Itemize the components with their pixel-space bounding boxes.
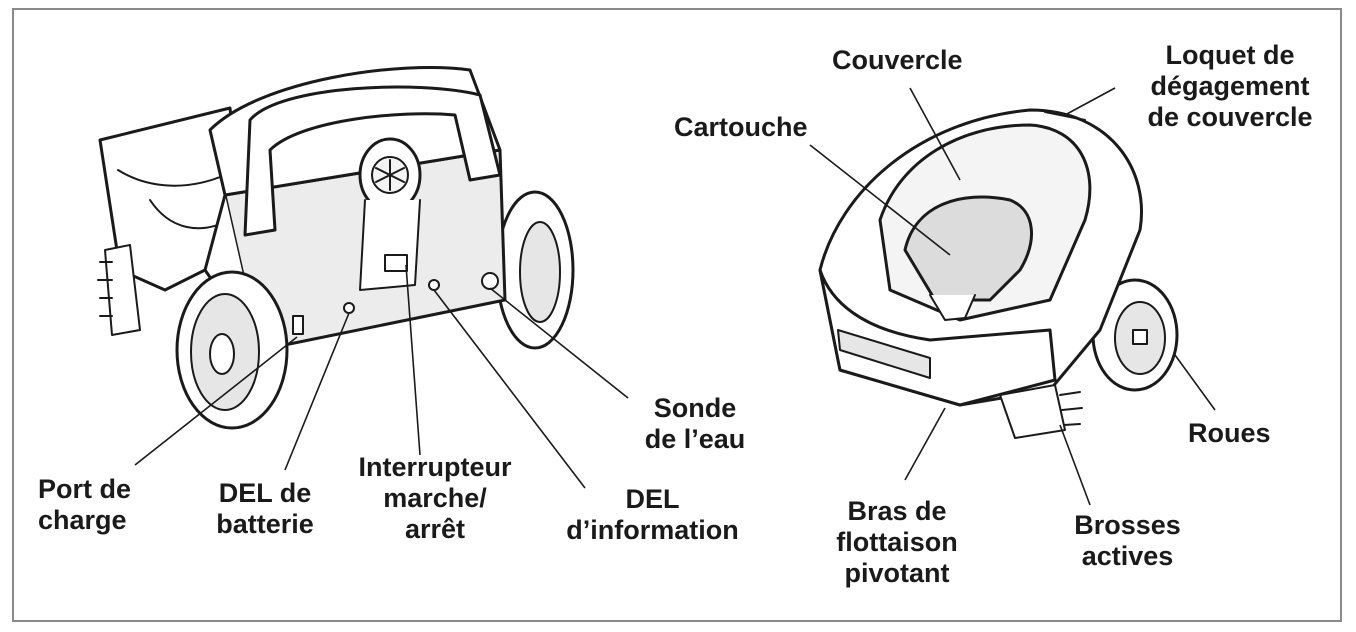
label-interrupteur: Interrupteur marche/ arrêt <box>358 452 512 544</box>
label-couvercle: Couvercle <box>832 45 963 75</box>
label-sonde-eau: Sonde de l’eau <box>644 393 746 454</box>
robot-rear-view <box>97 66 575 430</box>
label-loquet: Loquet de dégagement de couvercle <box>1147 40 1313 132</box>
label-bras: Bras de flottaison pivotant <box>836 496 958 588</box>
robot-front-view <box>818 108 1179 439</box>
label-del-de-batterie: DEL de batterie <box>216 478 314 539</box>
label-cartouche: Cartouche <box>674 112 808 142</box>
label-port-de-charge: Port de charge <box>38 474 132 535</box>
label-del-information: DEL d’information <box>566 484 739 545</box>
label-brosses: Brosses actives <box>1074 510 1181 571</box>
label-roues: Roues <box>1188 418 1271 448</box>
leader-lines <box>134 87 1216 506</box>
